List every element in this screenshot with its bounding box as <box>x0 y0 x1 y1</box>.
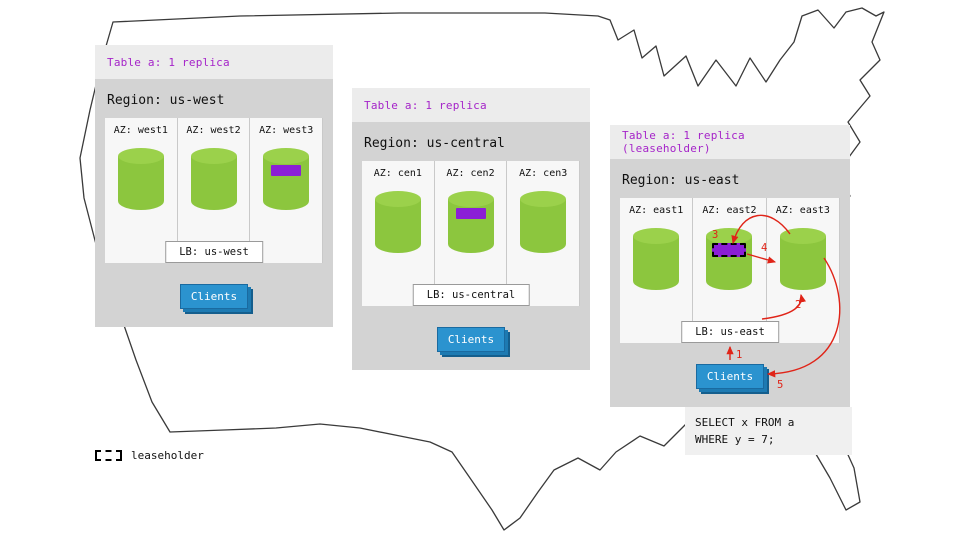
cylinder-body <box>117 156 164 210</box>
region-panel-us-east: Table a: 1 replica (leaseholder) Region:… <box>610 125 850 407</box>
cylinder-body <box>779 236 826 290</box>
sql-line-2: WHERE y = 7; <box>695 433 775 447</box>
database-cylinder <box>117 148 164 210</box>
clients-box: Clients <box>180 284 248 309</box>
sql-query-box: SELECT x FROM a WHERE y = 7; <box>685 407 852 456</box>
database-cylinder <box>520 191 567 253</box>
az-label: AZ: cen1 <box>373 168 422 179</box>
replica-marker <box>455 208 486 219</box>
region-title: Region: us-west <box>107 93 225 108</box>
table-replica-label: Table a: 1 replica <box>107 55 230 69</box>
table-replica-label: Table a: 1 replica (leaseholder) <box>622 129 745 155</box>
az-label: AZ: cen3 <box>519 168 568 179</box>
region-body: Region: us-central AZ: cen1 AZ: cen2 AZ:… <box>352 122 590 370</box>
az-label: AZ: west2 <box>186 125 241 136</box>
leaseholder-legend-swatch <box>95 450 122 461</box>
az-group: AZ: cen1 AZ: cen2 AZ: cen3 <box>362 161 581 306</box>
cylinder-top <box>374 191 421 207</box>
az-label: AZ: cen2 <box>446 168 495 179</box>
cylinder-body <box>190 156 237 210</box>
sql-line-1: SELECT x FROM a <box>695 416 795 429</box>
cylinder-top <box>190 148 237 164</box>
cylinder-body <box>633 236 680 290</box>
az-column: AZ: cen1 <box>362 161 435 306</box>
region-body: Region: us-west AZ: west1 AZ: west2 AZ: … <box>95 79 333 327</box>
region-body: Region: us-east AZ: east1 AZ: east2 AZ: … <box>610 159 850 407</box>
az-label: AZ: west3 <box>259 125 314 136</box>
cylinder-top <box>263 148 310 164</box>
az-column: AZ: west2 <box>178 118 251 263</box>
database-cylinder <box>447 191 494 253</box>
az-column: AZ: east1 <box>620 198 694 343</box>
load-balancer-box: LB: us-east <box>681 321 779 343</box>
cylinder-body <box>374 199 421 253</box>
clients-box: Clients <box>437 327 505 352</box>
table-replica-banner: Table a: 1 replica <box>95 45 333 79</box>
database-cylinder <box>706 228 753 290</box>
region-panel-us-west: Table a: 1 replica Region: us-west AZ: w… <box>95 45 333 327</box>
leaseholder-marker <box>712 243 747 257</box>
az-label: AZ: west1 <box>113 125 168 136</box>
az-column: AZ: cen3 <box>507 161 581 306</box>
replica-marker <box>271 165 302 176</box>
clients-box: Clients <box>696 364 764 389</box>
cylinder-top <box>520 191 567 207</box>
region-panel-us-central: Table a: 1 replica Region: us-central AZ… <box>352 88 590 370</box>
cylinder-top <box>779 228 826 244</box>
database-cylinder <box>374 191 421 253</box>
load-balancer-box: LB: us-west <box>165 241 263 263</box>
database-cylinder <box>190 148 237 210</box>
az-label: AZ: east1 <box>629 205 684 216</box>
leaseholder-legend: leaseholder <box>95 449 204 462</box>
az-column: AZ: west3 <box>250 118 324 263</box>
leaseholder-legend-label: leaseholder <box>131 449 204 462</box>
cylinder-top <box>447 191 494 207</box>
az-label: AZ: east3 <box>775 205 830 216</box>
cylinder-top <box>117 148 164 164</box>
region-title: Region: us-central <box>364 136 505 151</box>
database-cylinder <box>779 228 826 290</box>
database-cylinder <box>633 228 680 290</box>
table-replica-banner: Table a: 1 replica (leaseholder) <box>610 125 850 159</box>
cylinder-top <box>633 228 680 244</box>
az-group: AZ: east1 AZ: east2 AZ: east3 <box>620 198 840 343</box>
az-column: AZ: cen2 <box>435 161 508 306</box>
az-label: AZ: east2 <box>702 205 757 216</box>
az-column: AZ: west1 <box>105 118 178 263</box>
region-title: Region: us-east <box>622 173 740 188</box>
load-balancer-box: LB: us-central <box>412 284 530 306</box>
table-replica-banner: Table a: 1 replica <box>352 88 590 122</box>
cylinder-body <box>520 199 567 253</box>
table-replica-label: Table a: 1 replica <box>364 98 487 112</box>
database-cylinder <box>263 148 310 210</box>
az-group: AZ: west1 AZ: west2 AZ: west3 <box>105 118 324 263</box>
